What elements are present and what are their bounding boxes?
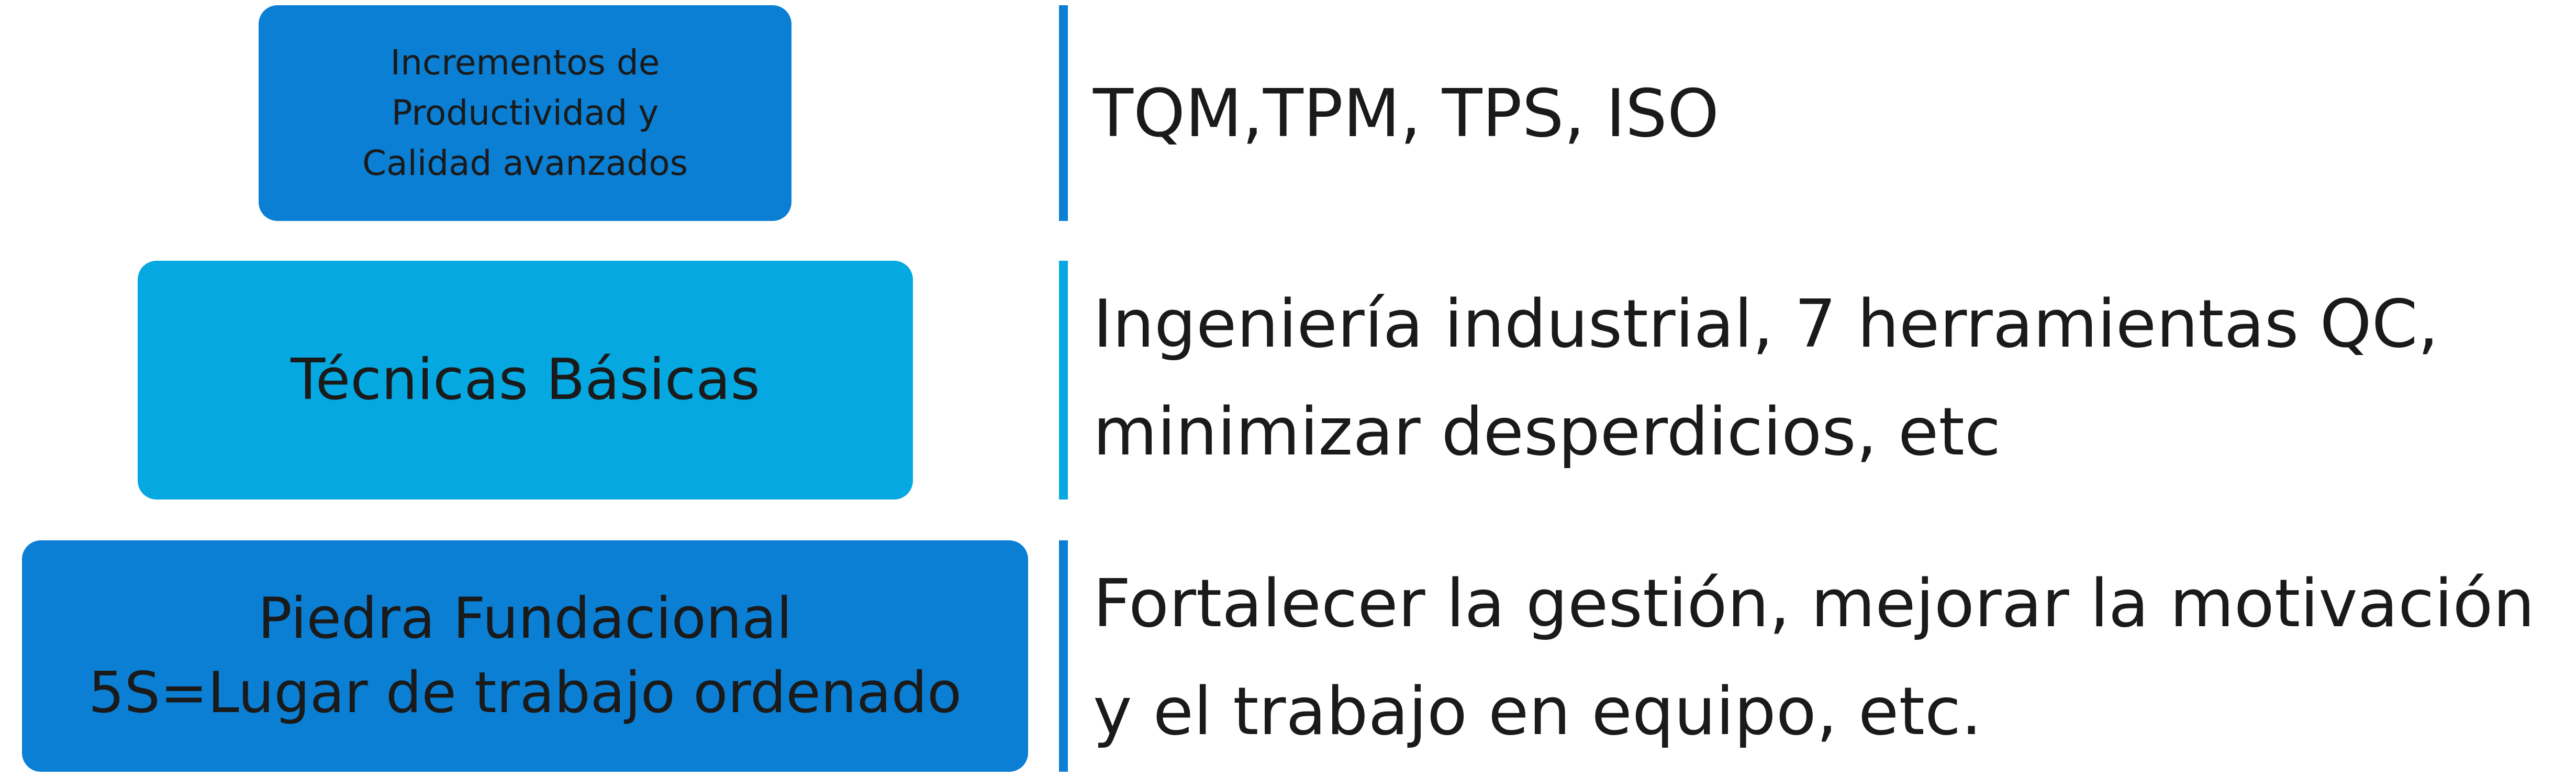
level-bottom-box-line-1: Piedra Fundacional	[258, 586, 793, 651]
level-bottom-box-line-2: 5S=Lugar de trabajo ordenado	[88, 660, 962, 726]
level-middle-divider	[1059, 261, 1068, 500]
level-middle-desc-line-2: minimizar desperdicios, etc	[1093, 393, 2001, 470]
level-bottom-desc-line-1: Fortalecer la gestión, mejorar la motiva…	[1093, 565, 2535, 642]
level-top-box-line-3: Calidad avanzados	[362, 143, 688, 183]
level-middle-box: Técnicas Básicas	[138, 261, 913, 500]
level-top-description: TQM,TPM, TPS, ISO	[1093, 60, 1719, 168]
level-middle-desc-line-1: Ingeniería industrial, 7 herramientas QC…	[1093, 285, 2439, 362]
level-top-box: Incrementos de Productividad y Calidad a…	[259, 5, 791, 221]
level-bottom-box: Piedra Fundacional 5S=Lugar de trabajo o…	[22, 540, 1028, 772]
level-top-divider	[1059, 5, 1068, 221]
level-top-box-line-1: Incrementos de	[390, 42, 660, 83]
level-middle-box-line-1: Técnicas Básicas	[291, 347, 760, 413]
level-middle-description: Ingeniería industrial, 7 herramientas QC…	[1093, 270, 2439, 486]
level-top-box-line-2: Productividad y	[391, 93, 659, 133]
level-bottom-divider	[1059, 540, 1068, 772]
level-bottom-desc-line-2: y el trabajo en equipo, etc.	[1093, 673, 1982, 750]
level-top-desc-line-1: TQM,TPM, TPS, ISO	[1093, 75, 1720, 152]
level-bottom-description: Fortalecer la gestión, mejorar la motiva…	[1093, 550, 2535, 765]
